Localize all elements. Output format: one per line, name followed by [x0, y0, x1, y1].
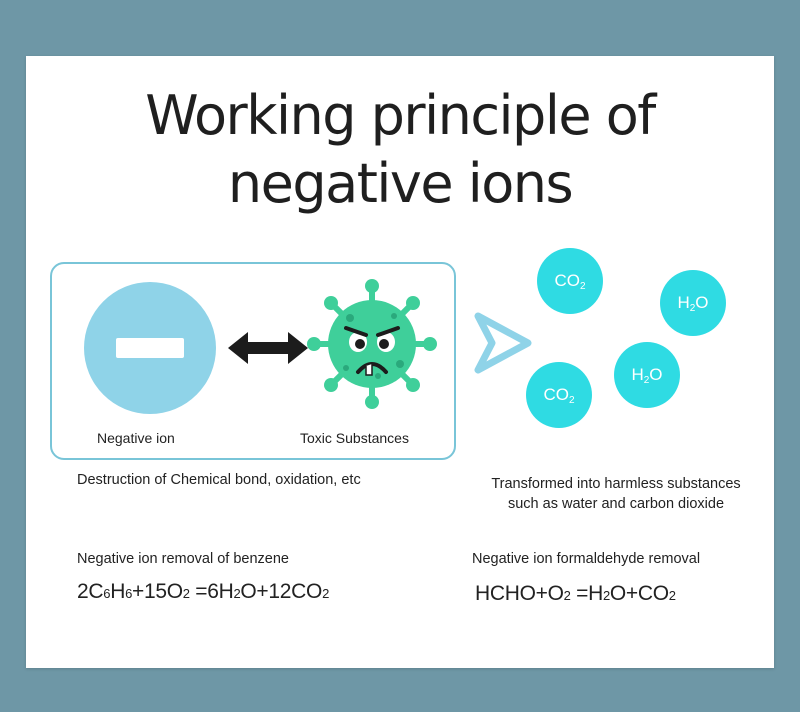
- direction-arrow-icon: [474, 312, 532, 374]
- reaction-box: [50, 262, 456, 460]
- virus-icon: [307, 279, 437, 409]
- benzene-title: Negative ion removal of benzene: [77, 551, 289, 567]
- formaldehyde-equation: HCHO+O2 =H2O+CO2: [475, 582, 676, 605]
- toxic-substances-label: Toxic Substances: [300, 430, 409, 446]
- negative-ion-label: Negative ion: [97, 430, 175, 446]
- left-caption: Destruction of Chemical bond, oxidation,…: [77, 472, 361, 488]
- double-arrow-icon: [228, 332, 308, 364]
- formaldehyde-title: Negative ion formaldehyde removal: [472, 551, 701, 567]
- title-line-2: negative ions: [227, 152, 574, 215]
- minus-sign-icon: [116, 338, 184, 358]
- right-caption: Transformed into harmless substances suc…: [466, 474, 766, 514]
- right-caption-line-2: such as water and carbon dioxide: [507, 496, 725, 512]
- benzene-equation: 2C6H6+15O2 =6H2O+12CO2: [77, 580, 329, 603]
- right-caption-line-1: Transformed into harmless substances: [491, 476, 741, 492]
- page-title: Working principle of negative ions: [0, 82, 800, 218]
- title-line-1: Working principle of: [145, 84, 656, 147]
